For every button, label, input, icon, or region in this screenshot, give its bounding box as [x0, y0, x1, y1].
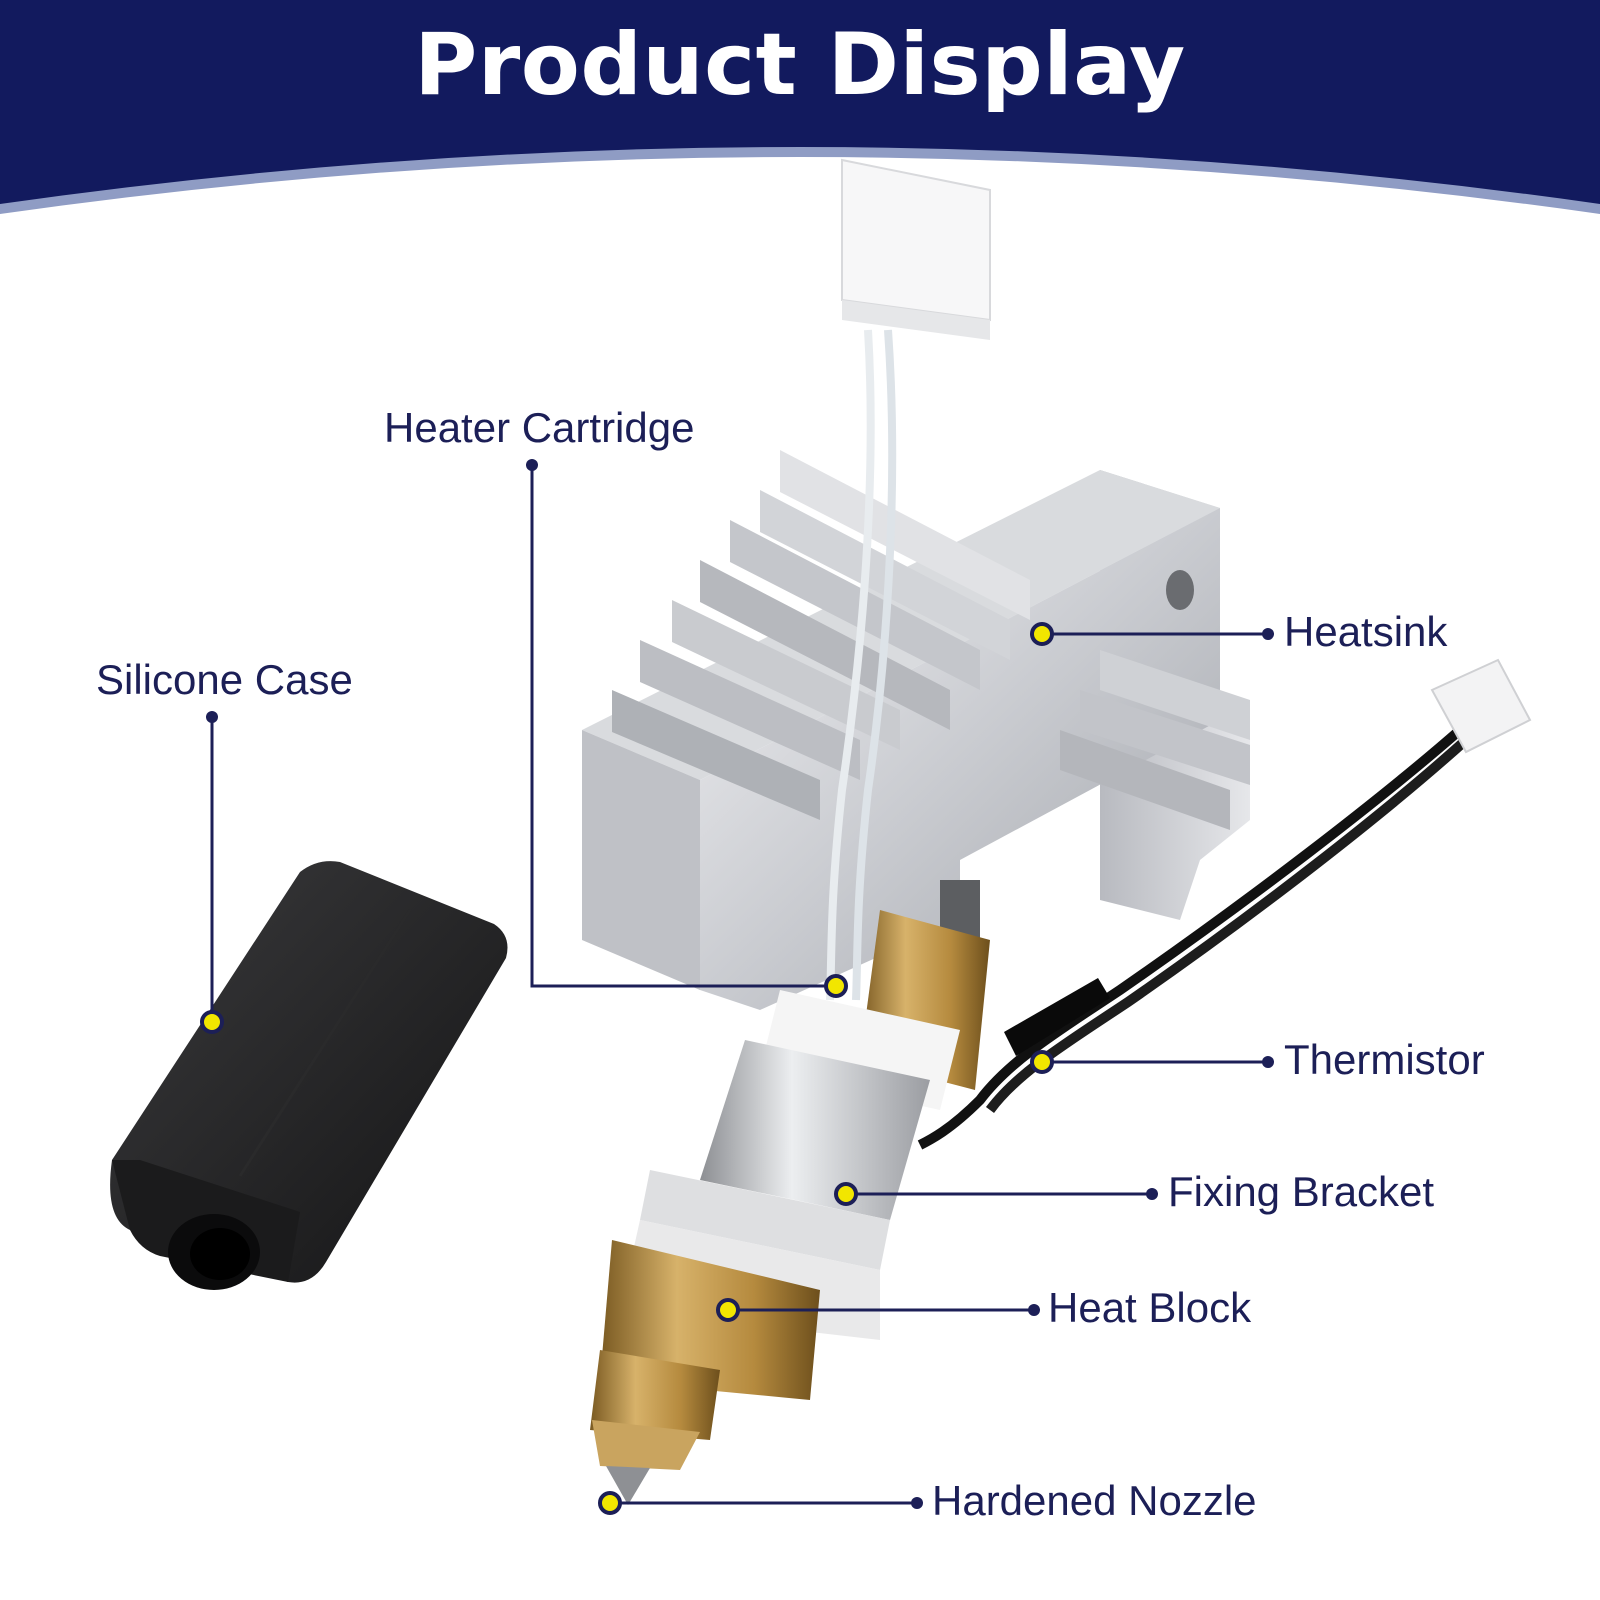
leader-end-thermistor — [1262, 1056, 1274, 1068]
label-fixing-bracket: Fixing Bracket — [1168, 1168, 1435, 1215]
label-heater-cartridge: Heater Cartridge — [384, 404, 695, 451]
silicone-case-illustration — [110, 861, 508, 1290]
leader-line-heater-cartridge — [530, 465, 836, 988]
label-hardened-nozzle: Hardened Nozzle — [932, 1477, 1257, 1524]
marker-silicone-case — [200, 1010, 224, 1034]
marker-heatsink — [1030, 622, 1054, 646]
label-heat-block: Heat Block — [1048, 1284, 1252, 1331]
page-title: Product Display — [414, 15, 1186, 115]
leader-end-fixing-bracket — [1146, 1188, 1158, 1200]
leader-end-heater-cartridge — [526, 459, 538, 471]
heater-cartridge-cable — [826, 158, 991, 1001]
marker-fixing-bracket — [834, 1182, 858, 1206]
label-heatsink: Heatsink — [1284, 608, 1448, 655]
label-silicone-case: Silicone Case — [96, 656, 353, 703]
leader-end-hardened-nozzle — [911, 1497, 923, 1509]
marker-thermistor — [1030, 1050, 1054, 1074]
leader-end-silicone-case — [206, 711, 218, 723]
leader-end-heatsink — [1262, 628, 1274, 640]
marker-heat-block — [716, 1298, 740, 1322]
marker-hardened-nozzle — [598, 1491, 622, 1515]
marker-heater-cartridge — [824, 974, 848, 998]
header-band — [0, 0, 1600, 214]
hotend-assembly-illustration — [590, 880, 990, 1505]
label-thermistor: Thermistor — [1284, 1036, 1485, 1083]
leader-end-heat-block — [1028, 1304, 1040, 1316]
